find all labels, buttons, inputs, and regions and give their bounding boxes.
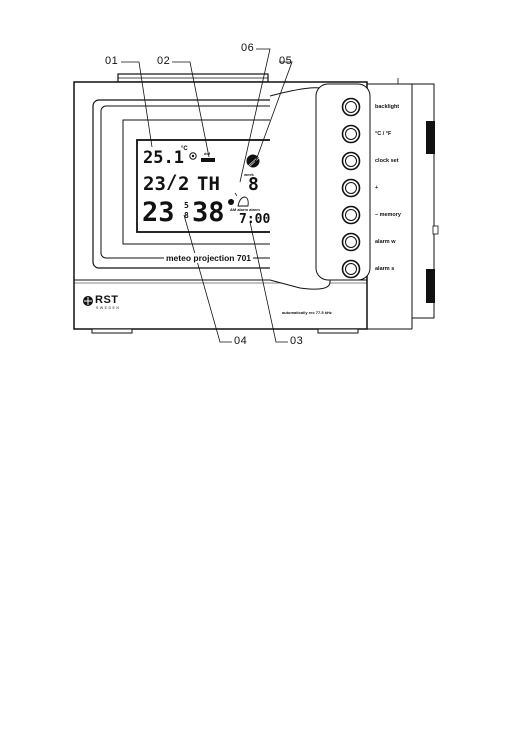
label-backlight: backlight [375,104,400,110]
lcd-alarm-time: 7:00 [239,212,271,227]
lcd-dcf-label: dcf [204,151,210,156]
callout-04: 04 [234,335,248,347]
lcd-hours: 23 [142,197,175,228]
label-memory: – memory [375,212,401,218]
clock-set-button[interactable] [341,151,361,171]
callout-06: 06 [241,42,255,54]
alarm-s-button[interactable] [341,259,361,279]
product-name: meteo projection 701 [164,253,254,263]
lcd-date-day: 23 [143,173,166,195]
side-clip-top [426,121,435,154]
label-unit: °C / °F [375,131,392,137]
unit-button[interactable] [341,124,361,144]
lcd-date-separator: / [166,171,178,193]
lcd-minutes: 38 [192,197,225,228]
bell-icon [237,196,249,207]
alarm-w-button[interactable] [341,232,361,252]
dcf-indicator-box [201,158,215,162]
radio-note: automatically rec 77.5 kHz [282,310,332,315]
side-connector [432,225,439,235]
lcd-temp-unit: °C [181,146,188,152]
lcd-weekday: TH [197,173,220,195]
plus-button[interactable] [341,178,361,198]
foot-right [317,328,359,334]
label-plus: + [375,185,379,191]
foot-left [91,328,133,334]
lcd-seconds-bottom: 8 [184,211,189,220]
lcd-week-number: 8 [248,174,259,195]
lcd-seconds-top: 5 [184,201,189,210]
memory-button[interactable] [341,205,361,225]
callout-05: 05 [279,55,293,67]
button-column [315,83,371,281]
lcd-week-label: week [244,172,254,177]
brand-sub: SWEDEN [96,306,121,310]
side-buttons [341,97,361,279]
side-clip-bottom [426,269,435,303]
callout-03: 03 [290,335,304,347]
callout-lines [121,48,293,343]
lcd-temperature: 25.1 [143,148,184,168]
rst-logo-mark [83,296,93,306]
brand-name: RST [95,294,119,306]
alarm-indicator-icon [228,199,234,205]
label-alarm-s: alarm s [375,266,395,272]
lcd-alarm-labels: AM alarm alarm [230,207,260,212]
label-alarm-w: alarm w [375,239,396,245]
lcd-date-month: 2 [178,173,190,195]
callout-02: 02 [157,55,171,67]
callout-01: 01 [105,55,119,67]
label-clock-set: clock set [375,158,399,164]
backlight-button[interactable] [341,97,361,117]
